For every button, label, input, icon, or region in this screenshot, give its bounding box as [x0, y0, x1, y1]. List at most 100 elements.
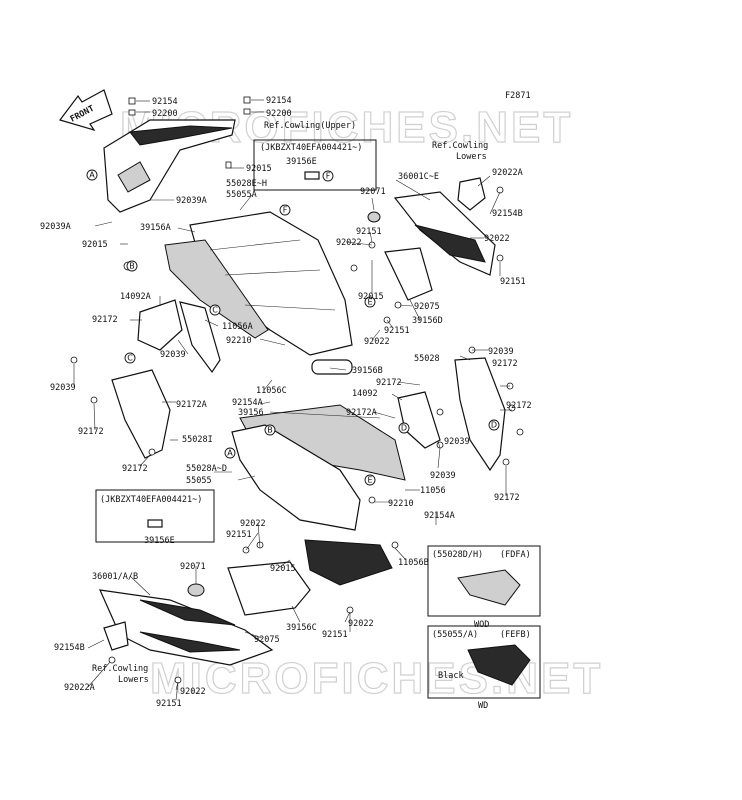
label-92151: 92151: [500, 277, 526, 287]
label-92039: 92039: [444, 437, 470, 447]
label-92022: 92022: [484, 234, 510, 244]
inset-wod-code: (55028D/H): [432, 550, 483, 560]
inset-wod-caption: WOD: [474, 620, 489, 630]
label-39156e-bottom: [147, 519, 163, 528]
front-arrow-icon: FRONT: [59, 89, 113, 132]
label-92015: 92015: [358, 292, 384, 302]
label-36001-a-b: 36001/A/B: [92, 572, 138, 582]
cover-upper-right: [393, 191, 496, 276]
ref-cowling-upper: Ref.Cowling(Upper): [264, 121, 356, 131]
label-92039: 92039: [50, 383, 76, 393]
cover-55028: [454, 357, 506, 472]
side-panel-left: [111, 369, 171, 459]
serial-note-top: (JKBZXT40EFA004421~): [260, 143, 362, 153]
label-92154: 92154: [266, 96, 292, 106]
bracket-lower-left: [103, 621, 129, 651]
label-92015: 92015: [270, 564, 296, 574]
callout-f2: F: [326, 172, 331, 181]
ref-cowling-lowers-top-1: Ref.Cowling: [432, 141, 488, 151]
label-92200: 92200: [266, 109, 292, 119]
label-92172a: 92172A: [346, 408, 377, 418]
label-92022: 92022: [336, 238, 362, 248]
label-55028: 55028: [414, 354, 440, 364]
middle-cowl: [164, 211, 353, 356]
callout-f1: F: [283, 206, 288, 215]
callout-a1: A: [89, 171, 95, 180]
label-92154: 92154: [152, 97, 178, 107]
grommet-92071-bottom: [187, 583, 205, 597]
label-11056c: 11056C: [256, 386, 287, 396]
callouts: A B C C F F B A D D E E: [86, 169, 500, 486]
label-92015: 92015: [82, 240, 108, 250]
label-55028i: 55028I: [182, 435, 213, 445]
inset-part-wd: [467, 644, 531, 686]
label-92151: 92151: [156, 699, 182, 709]
label-92022a: 92022A: [64, 683, 95, 693]
inset-wd-color: Black: [438, 671, 464, 681]
pad-39156b: [311, 359, 353, 375]
label-92015: 92015: [246, 164, 272, 174]
label-92022: 92022: [364, 337, 390, 347]
bracket-upper-right: [457, 177, 486, 211]
upper-fairing-bracket: [103, 119, 236, 213]
label-55028a-d: 55028A~D: [186, 464, 227, 474]
label-92210: 92210: [226, 336, 252, 346]
callout-b2: B: [267, 426, 273, 435]
callout-c1: C: [212, 306, 218, 315]
label-92172: 92172: [494, 493, 520, 503]
label-92022: 92022: [348, 619, 374, 629]
serial-box-bottom: [95, 489, 215, 543]
inset-wd-caption: WD: [478, 701, 488, 711]
label-39156e: 39156E: [144, 536, 175, 546]
bracket-11056a: [179, 301, 221, 374]
ref-cowling-lowers-top-2: Lowers: [456, 152, 487, 162]
label-11056a: 11056A: [222, 322, 253, 332]
label-92151: 92151: [322, 630, 348, 640]
label-92172a: 92172A: [176, 400, 207, 410]
label-39156c: 39156C: [286, 623, 317, 633]
label-92039: 92039: [160, 350, 186, 360]
label-92039a: 92039A: [176, 196, 207, 206]
label-14092a: 14092A: [120, 292, 151, 302]
inset-part-wod: [457, 569, 521, 606]
label-92039: 92039: [430, 471, 456, 481]
inner-panel-right: [384, 247, 433, 301]
label-92039: 92039: [488, 347, 514, 357]
label-39156b: 39156B: [352, 366, 383, 376]
label-36001c-e: 36001C~E: [398, 172, 439, 182]
label-92071: 92071: [360, 187, 386, 197]
leader-lines: [73, 99, 512, 701]
label-92071: 92071: [180, 562, 206, 572]
label-11056: 11056: [420, 486, 446, 496]
label-14092: 14092: [352, 389, 378, 399]
label-92172: 92172: [92, 315, 118, 325]
label-55055a: 55055A: [226, 190, 257, 200]
callout-e2: E: [367, 298, 372, 307]
serial-note-bottom: (JKBZXT40EFA004421~): [100, 495, 202, 505]
label-92154b: 92154B: [54, 643, 85, 653]
callout-b1: B: [129, 262, 135, 271]
inset-wd-code: (55055/A): [432, 630, 478, 640]
label-39156: 39156: [238, 408, 264, 418]
label-55055: 55055: [186, 476, 212, 486]
label-92039a: 92039A: [40, 222, 71, 232]
bracket-14092a: [137, 299, 183, 351]
callout-c2: C: [127, 354, 133, 363]
label-39156d: 39156D: [412, 316, 443, 326]
lower-cover-36001: [99, 589, 274, 666]
inset-wod-variant: (FDFA): [500, 550, 531, 560]
grommet-92071-top: [367, 211, 381, 223]
label-92151: 92151: [384, 326, 410, 336]
label-92154a: 92154A: [232, 398, 263, 408]
label-92022: 92022: [240, 519, 266, 529]
inset-box-wd: [427, 625, 541, 699]
label-39156e-top: [304, 171, 320, 180]
label-92154a: 92154A: [424, 511, 455, 521]
label-92210: 92210: [388, 499, 414, 509]
label-92154b: 92154B: [492, 209, 523, 219]
inset-wd-variant: (FEFB): [500, 630, 531, 640]
lower-panel-39156c: [227, 561, 311, 616]
callout-e1: E: [367, 476, 372, 485]
label-92172: 92172: [492, 359, 518, 369]
